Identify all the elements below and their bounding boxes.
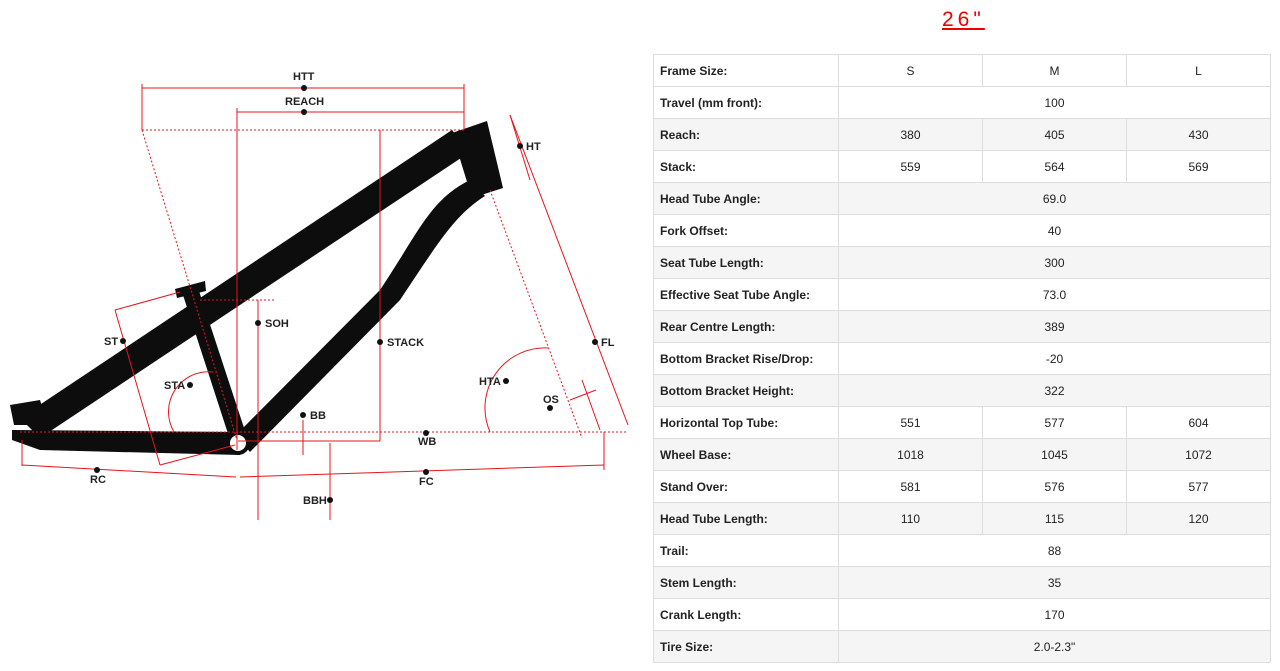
row-value: 559	[838, 150, 983, 183]
row-value: 564	[982, 150, 1127, 183]
row-label: Stack:	[653, 150, 839, 183]
row-value: 380	[838, 118, 983, 151]
row-value: 577	[982, 406, 1127, 439]
table-row: Bottom Bracket Rise/Drop:-20	[653, 342, 1271, 375]
row-value: 581	[838, 470, 983, 503]
row-value: 322	[838, 374, 1271, 407]
row-label: Wheel Base:	[653, 438, 839, 471]
label-bbh: BBH	[303, 495, 327, 507]
label-rc: RC	[90, 474, 106, 486]
size-title-link[interactable]: 26"	[942, 8, 985, 31]
row-value: 1018	[838, 438, 983, 471]
label-ht: HT	[526, 141, 541, 153]
row-label: Horizontal Top Tube:	[653, 406, 839, 439]
row-value: 115	[982, 502, 1127, 535]
table-row: Effective Seat Tube Angle:73.0	[653, 278, 1271, 311]
table-row: Rear Centre Length:389	[653, 310, 1271, 343]
label-fc: FC	[419, 476, 434, 488]
row-label: Travel (mm front):	[653, 86, 839, 119]
label-soh: SOH	[265, 318, 289, 330]
row-label: Fork Offset:	[653, 214, 839, 247]
label-bb: BB	[310, 410, 326, 422]
bike-frame	[10, 121, 503, 455]
row-value: 88	[838, 534, 1271, 567]
row-value: 120	[1126, 502, 1271, 535]
row-value: 405	[982, 118, 1127, 151]
row-value: 1045	[982, 438, 1127, 471]
row-value: 389	[838, 310, 1271, 343]
table-row: Crank Length:170	[653, 598, 1271, 631]
row-label: Tire Size:	[653, 630, 839, 663]
row-value: 1072	[1126, 438, 1271, 471]
table-row: Head Tube Angle:69.0	[653, 182, 1271, 215]
row-value: 100	[838, 86, 1271, 119]
row-value: 69.0	[838, 182, 1271, 215]
table-row: Stem Length:35	[653, 566, 1271, 599]
row-label: Crank Length:	[653, 598, 839, 631]
dimension-lines	[20, 84, 629, 520]
frame-geometry-diagram: HTT REACH HT ST SOH STACK FL STA HTA OS …	[10, 71, 629, 520]
table-row: Trail:88	[653, 534, 1271, 567]
label-os: OS	[543, 394, 559, 406]
row-label: Effective Seat Tube Angle:	[653, 278, 839, 311]
label-st: ST	[104, 336, 118, 348]
dimension-markers	[94, 85, 598, 503]
row-value: 40	[838, 214, 1271, 247]
row-value: L	[1126, 54, 1271, 87]
row-label: Trail:	[653, 534, 839, 567]
label-htt: HTT	[293, 71, 315, 83]
row-value: 430	[1126, 118, 1271, 151]
row-value: 577	[1126, 470, 1271, 503]
row-value: M	[982, 54, 1127, 87]
label-hta: HTA	[479, 376, 501, 388]
row-value: -20	[838, 342, 1271, 375]
label-stack: STACK	[387, 337, 424, 349]
row-label: Frame Size:	[653, 54, 839, 87]
row-label: Stand Over:	[653, 470, 839, 503]
row-value: 110	[838, 502, 983, 535]
table-row: Travel (mm front):100	[653, 86, 1271, 119]
row-label: Stem Length:	[653, 566, 839, 599]
row-value: 569	[1126, 150, 1271, 183]
row-value: 300	[838, 246, 1271, 279]
row-value: 604	[1126, 406, 1271, 439]
row-label: Rear Centre Length:	[653, 310, 839, 343]
label-fl: FL	[601, 337, 615, 349]
row-value: 170	[838, 598, 1271, 631]
table-row: Bottom Bracket Height:322	[653, 374, 1271, 407]
row-value: 73.0	[838, 278, 1271, 311]
row-label: Head Tube Angle:	[653, 182, 839, 215]
label-reach: REACH	[285, 96, 324, 108]
row-label: Seat Tube Length:	[653, 246, 839, 279]
label-wb: WB	[418, 436, 436, 448]
row-value: S	[838, 54, 983, 87]
table-row: Seat Tube Length:300	[653, 246, 1271, 279]
row-value: 576	[982, 470, 1127, 503]
label-sta: STA	[164, 380, 185, 392]
row-label: Bottom Bracket Height:	[653, 374, 839, 407]
row-label: Bottom Bracket Rise/Drop:	[653, 342, 839, 375]
table-row: Fork Offset:40	[653, 214, 1271, 247]
row-value: 2.0-2.3"	[838, 630, 1271, 663]
row-value: 551	[838, 406, 983, 439]
row-value: 35	[838, 566, 1271, 599]
table-row: Tire Size:2.0-2.3"	[653, 630, 1271, 663]
row-label: Reach:	[653, 118, 839, 151]
row-label: Head Tube Length:	[653, 502, 839, 535]
